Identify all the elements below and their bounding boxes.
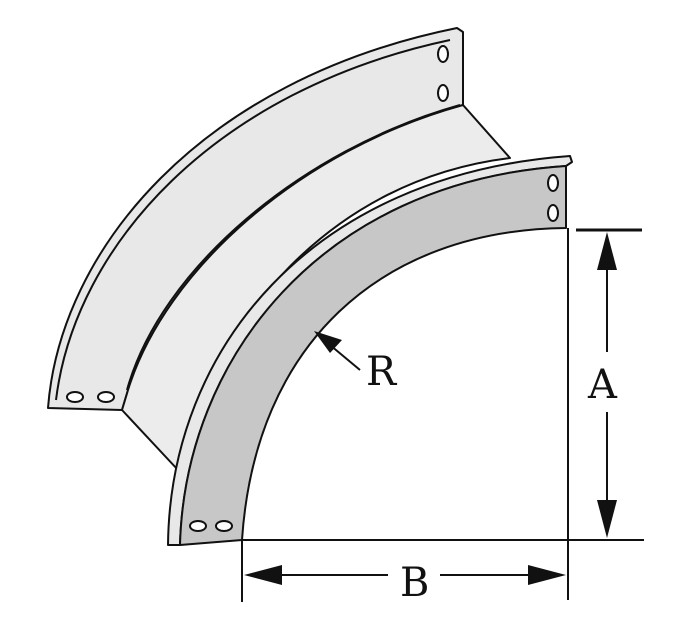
far-side-rail: [47, 27, 464, 411]
height-label: A: [587, 362, 618, 408]
radius-leader-arrow: [314, 331, 342, 353]
dimension-a-arrow-down: [597, 500, 617, 538]
radius-label: R: [366, 349, 398, 395]
far-rail-lip: [55, 39, 451, 401]
near-rail-hole-3: [189, 520, 207, 532]
dimension-lines: [241, 228, 644, 602]
far-rail-hole-4: [97, 391, 115, 403]
near-rail-hole-2: [547, 204, 559, 222]
dimension-a-arrow-up: [597, 232, 617, 270]
dimension-b-arrow-left: [244, 565, 282, 585]
radius-leader-line: [329, 344, 361, 371]
far-rail-hole-1: [437, 45, 449, 63]
far-rail-hole-3: [66, 391, 84, 403]
near-rail-hole-4: [215, 520, 233, 532]
far-rail-hole-2: [437, 84, 449, 102]
near-side-rail: [167, 155, 573, 546]
width-label: B: [400, 560, 429, 606]
dimension-b-arrow-right: [528, 565, 566, 585]
near-rail-face: [179, 165, 567, 546]
near-rail-hole-1: [547, 174, 559, 192]
